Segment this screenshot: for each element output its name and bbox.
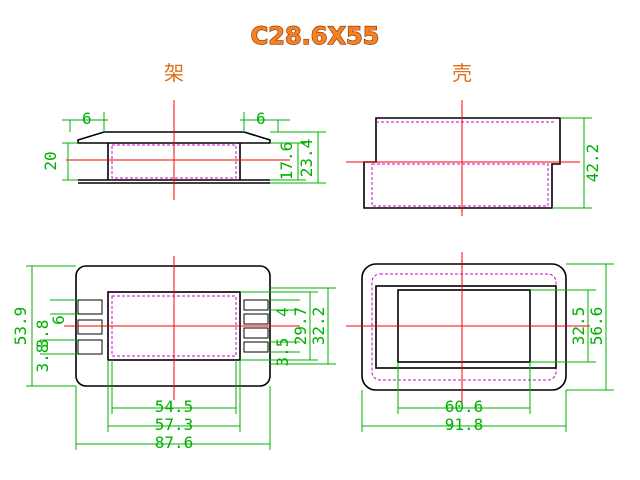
shell-top-outline — [361, 263, 567, 391]
bobbin-left-pin — [77, 299, 103, 315]
bobbin-left-pin — [77, 339, 103, 355]
bobbin-outer-dim: 23.4 — [297, 139, 316, 178]
bobbin-overall-height-dim: 53.9 — [11, 307, 30, 346]
drawing-title: C28.6X55 — [251, 22, 380, 50]
bobbin-inner-dim: 17.6 — [277, 142, 296, 181]
shell-label: 壳 — [452, 61, 472, 85]
bobbin-top-view: 53.9 6 3.8 3.8 4 3.5 29.7 32.2 54.5 57.3… — [11, 256, 336, 452]
bobbin-w3-dim: 87.6 — [155, 433, 194, 452]
bobbin-w2-dim: 57.3 — [155, 415, 194, 434]
shell-w2-dim: 91.8 — [445, 415, 484, 434]
shell-outer-h-dim: 56.6 — [587, 307, 606, 346]
bobbin-flange-dim: 6 — [82, 109, 92, 128]
shell-w1-dim: 60.6 — [445, 397, 484, 416]
bobbin-outer-h-dim: 32.2 — [309, 307, 328, 346]
bobbin-right-pin — [243, 341, 269, 353]
bobbin-pin-spacing-dim: 3.8 — [33, 320, 52, 349]
bobbin-left-pin — [77, 319, 103, 335]
shell-top-inner — [375, 285, 557, 369]
bobbin-right-pin — [243, 313, 269, 325]
bobbin-side-view: 6 6 20 17.6 23.4 — [41, 100, 326, 200]
bobbin-inner-h-dim: 29.7 — [291, 307, 310, 346]
bobbin-w1-dim: 54.5 — [155, 397, 194, 416]
bobbin-pin-gap-dim: 6 — [49, 315, 68, 325]
shell-top-view: 32.5 56.6 60.6 91.8 — [346, 252, 614, 434]
bobbin-right-pin — [243, 327, 269, 339]
bobbin-height-dim: 20 — [41, 151, 60, 170]
shell-inner-h-dim: 32.5 — [569, 307, 588, 346]
bobbin-flange-right-dim: 6 — [256, 109, 266, 128]
bobbin-right-pin — [243, 299, 269, 311]
shell-side-view: 42.2 — [346, 100, 602, 216]
bobbin-right-pin-dim: 4 — [273, 307, 292, 317]
bobbin-label: 架 — [164, 61, 184, 85]
shell-height-dim: 42.2 — [583, 144, 602, 183]
bobbin-pin-offset-dim: 3.8 — [33, 344, 52, 373]
bobbin-right-pin2-dim: 3.5 — [273, 338, 292, 367]
shell-side-hidden — [371, 163, 549, 207]
